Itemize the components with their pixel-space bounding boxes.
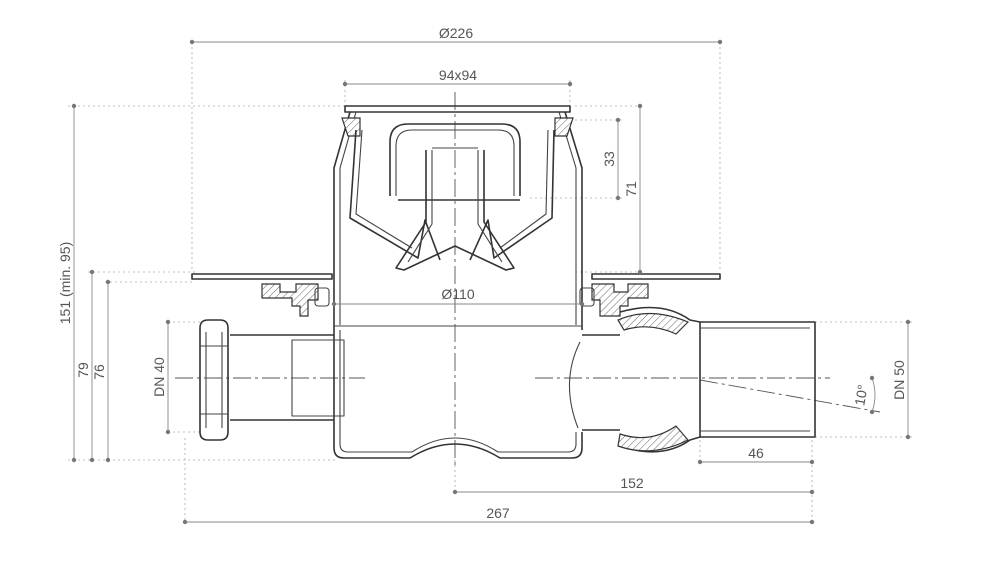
- dim-diameter-110: Ø110: [441, 286, 474, 302]
- dim-height-151: 151 (min. 95): [57, 242, 73, 324]
- dim-angle-10: 10°: [851, 383, 870, 407]
- grate-frame: [344, 105, 571, 113]
- dn50-outlet: [568, 306, 816, 453]
- dim-height-79: 79: [75, 362, 91, 378]
- dim-width-152: 152: [620, 475, 644, 491]
- outlet-ball-joint: [619, 306, 701, 453]
- dimension-labels: Ø226 94x94 Ø110 33 71 151 (min. 95) 79 7…: [57, 25, 907, 521]
- casing-left-wall: [333, 111, 351, 330]
- extension-lines: [68, 42, 912, 522]
- lower-housing: [230, 330, 620, 459]
- dim-width-46: 46: [748, 445, 764, 461]
- inlet-reducer: [291, 339, 345, 417]
- gasket-right: [579, 287, 595, 307]
- gasket-left: [314, 287, 330, 307]
- dim-height-33: 33: [601, 151, 617, 167]
- center-lines: [175, 92, 881, 468]
- dim-diameter-226: Ø226: [439, 25, 473, 41]
- dim-dn50: DN 50: [891, 360, 907, 400]
- trap-funnel: [395, 150, 515, 271]
- casing-right-wall: [564, 111, 583, 330]
- dimension-markers: [71, 39, 911, 525]
- bell-cap: [389, 123, 521, 196]
- flange: [191, 273, 721, 317]
- dim-width-267: 267: [486, 505, 510, 521]
- flange-clamp-right: [591, 283, 649, 317]
- seal-right: [554, 117, 574, 137]
- odour-trap-insert: [349, 123, 555, 271]
- dim-grate-94x94: 94x94: [439, 67, 477, 83]
- outlet-pipe: [700, 321, 816, 438]
- dim-height-76: 76: [91, 364, 107, 380]
- dim-dn40: DN 40: [151, 357, 167, 397]
- flange-clamp-left: [261, 283, 319, 317]
- dim-height-71: 71: [623, 181, 639, 197]
- dimension-lines: [73, 41, 909, 523]
- dn40-inlet: [199, 319, 345, 441]
